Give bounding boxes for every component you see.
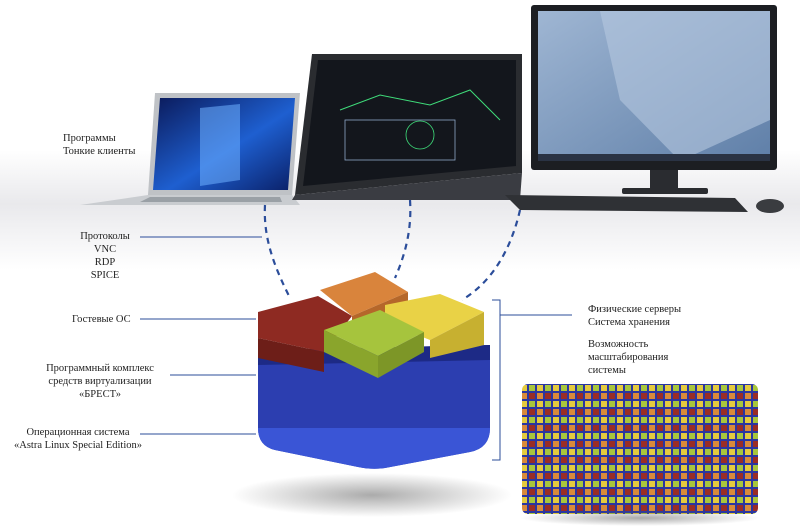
- label-scaling: Возможность масштабирования системы: [588, 339, 669, 376]
- label-physical-servers: Физические серверы Система хранения: [588, 304, 682, 328]
- label-protocols: Протоколы VNC RDP SPICE: [80, 231, 130, 281]
- cube-shadow: [232, 473, 512, 517]
- connector-desktop: [461, 209, 522, 301]
- label-operating-system: Операционная система «Astra Linux Specia…: [13, 427, 143, 451]
- label-programs: Программы Тонкие клиенты: [63, 133, 136, 157]
- connector-laptop: [263, 204, 291, 299]
- label-virtualization-complex: Программный комплекс средств виртуализац…: [46, 363, 154, 400]
- tablet-monitor-icon: [292, 54, 522, 200]
- brest-cube-icon: [258, 272, 490, 469]
- scalable-cubes-icon: [520, 384, 760, 526]
- desktop-monitor-icon: [505, 5, 784, 213]
- laptop-icon: [80, 93, 300, 205]
- label-guest-os: Гостевые ОС: [72, 314, 131, 325]
